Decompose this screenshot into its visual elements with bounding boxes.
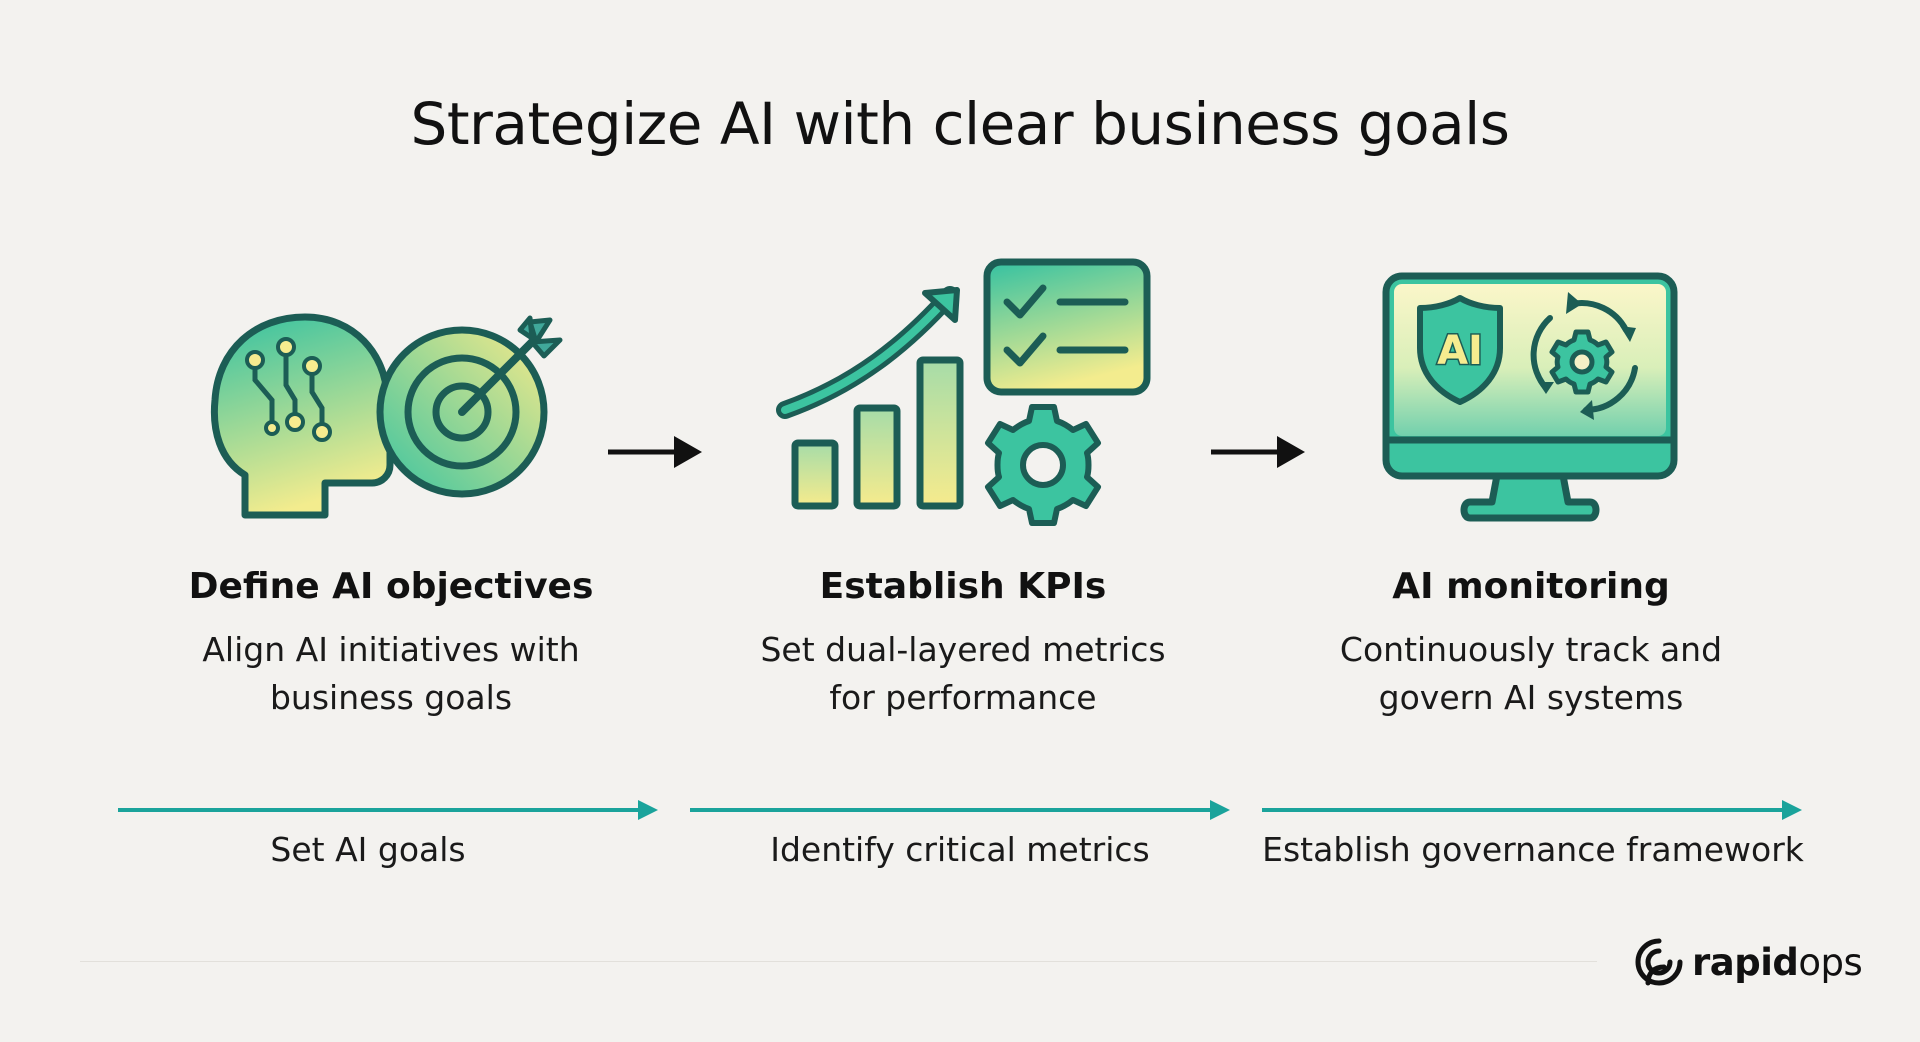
step-description-line: Continuously track and (1339, 630, 1723, 669)
ai-badge-text: AI (1437, 328, 1483, 374)
rapidops-logo: rapidops (1634, 934, 1863, 990)
step-description-define-objectives: Align AI initiatives with business goals (111, 626, 671, 722)
phase-label-critical-metrics: Identify critical metrics (770, 830, 1150, 869)
page-title: Strategize AI with clear business goals (410, 90, 1510, 158)
step-description-line: business goals (269, 678, 513, 717)
logo-text-strong: rapid (1692, 940, 1799, 984)
step-title-define-objectives: Define AI objectives (188, 566, 594, 607)
phase-arrow-icon (690, 800, 1230, 820)
phase-label-set-goals: Set AI goals (270, 830, 466, 869)
phase-arrow-icon (118, 800, 658, 820)
flow-arrow-icon (608, 436, 702, 468)
step-title-establish-kpis: Establish KPIs (819, 566, 1107, 607)
rapidops-logo-icon (1635, 938, 1683, 986)
ai-monitor-icon: AI (1382, 272, 1678, 522)
logo-text-light: ops (1798, 940, 1863, 984)
logo-text: rapidops (1692, 940, 1863, 984)
head-target-icon (210, 313, 563, 519)
footer-divider (80, 961, 1597, 962)
kpi-chart-gear-icon (776, 258, 1151, 526)
phase-label-governance: Establish governance framework (1262, 830, 1804, 869)
step-description-line: Align AI initiatives with (202, 630, 580, 669)
step-description-establish-kpis: Set dual-layered metrics for performance (683, 626, 1243, 722)
flow-arrow-icon (1211, 436, 1305, 468)
step-title-ai-monitoring: AI monitoring (1392, 566, 1670, 607)
phase-arrow-icon (1262, 800, 1802, 820)
step-description-ai-monitoring: Continuously track and govern AI systems (1251, 626, 1811, 722)
step-description-line: Set dual-layered metrics (760, 630, 1166, 669)
step-description-line: for performance (829, 678, 1097, 717)
step-description-line: govern AI systems (1378, 678, 1684, 717)
